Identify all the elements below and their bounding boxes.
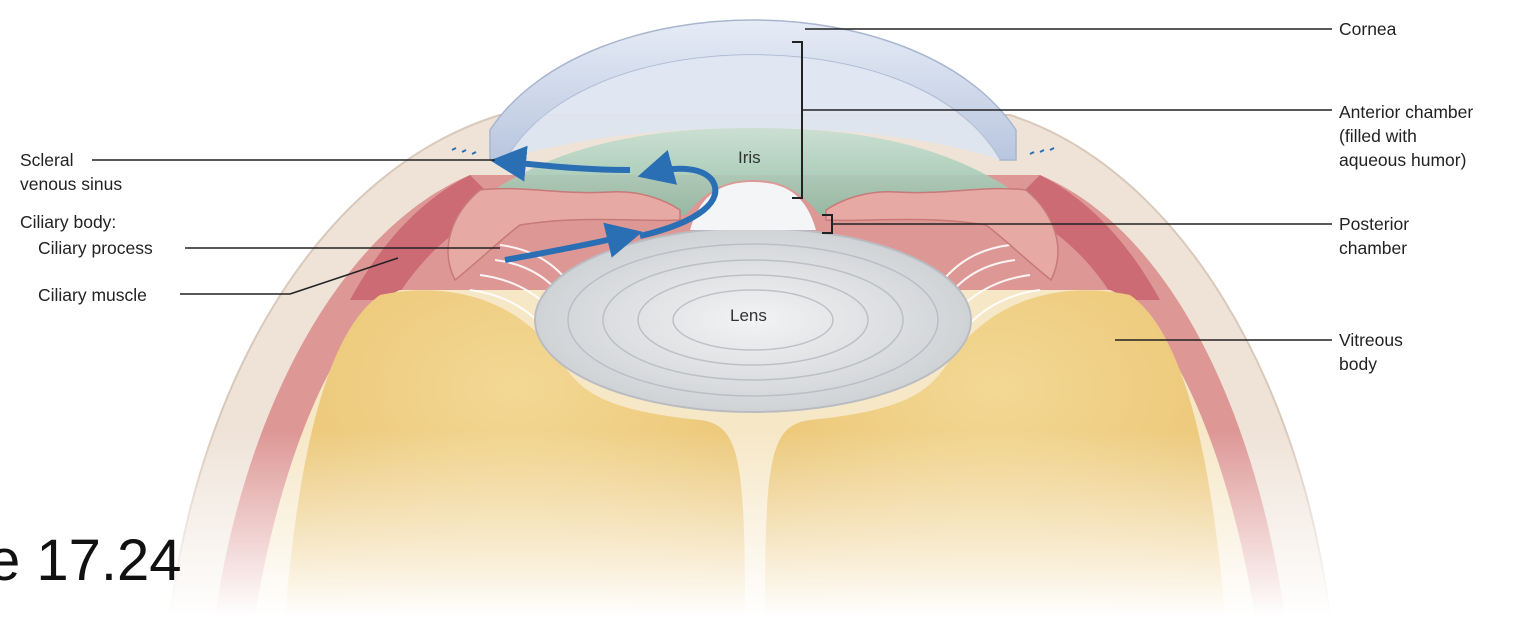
ciliary-muscle-right [1010, 175, 1160, 300]
aqueous-flow-arrow-curve [637, 149, 719, 239]
label-ciliary-process: Ciliary process [38, 238, 153, 258]
scleral-venous-sinus-marks [451, 147, 1055, 155]
bottom-fade [0, 430, 1514, 616]
ciliary-muscle-left [350, 175, 500, 300]
ciliary-process-left [447, 187, 681, 282]
label-iris: Iris [738, 148, 761, 167]
ciliary-process-right [825, 187, 1059, 282]
leader-lines [92, 28, 1332, 341]
label-vitreous-body: Vitreous body [1339, 330, 1403, 374]
anterior-chamber-bracket [792, 41, 803, 199]
label-ciliary-body: Ciliary body: [20, 212, 117, 232]
label-ciliary-muscle: Ciliary muscle [38, 285, 147, 305]
label-lens: Lens [730, 306, 767, 325]
pupil [690, 182, 816, 230]
label-posterior-chamber: Posterior chamber [1339, 214, 1410, 258]
aqueous-flow-arrow-upper [490, 145, 631, 182]
anterior-chamber [506, 55, 1000, 160]
aqueous-flow-arrow-lower [504, 222, 643, 263]
label-scleral-venous-sinus: Scleral venous sinus [20, 150, 123, 194]
figure-caption: e 17.24 [0, 528, 182, 593]
label-anterior-chamber: Anterior chamber (filled with aqueous hu… [1339, 102, 1474, 170]
label-cornea: Cornea [1339, 19, 1397, 39]
lens-rings [567, 243, 939, 397]
